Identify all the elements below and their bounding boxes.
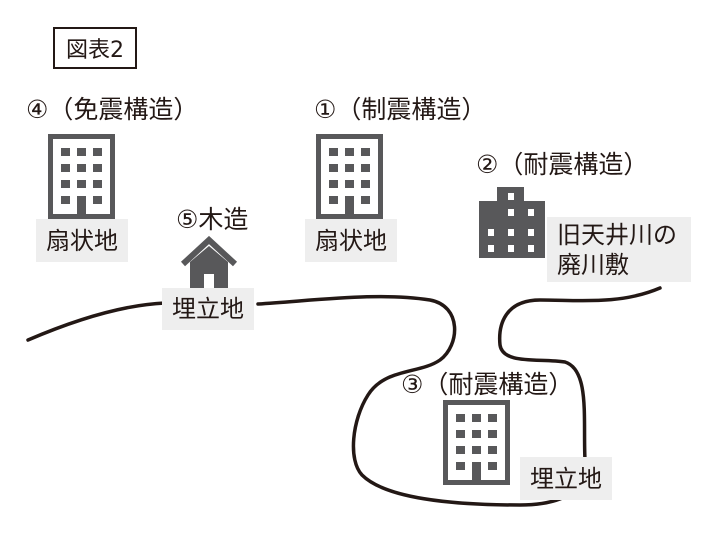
ground-label-3: 埋立地	[520, 457, 612, 500]
ground-label-5: 埋立地	[162, 288, 254, 330]
ground-label-2: 旧天井川の 廃川敷	[547, 217, 691, 282]
ground-label-1: 扇状地	[305, 219, 397, 262]
building-3-label: ③（耐震構造）	[401, 370, 574, 399]
ground-label-4: 扇状地	[36, 219, 128, 262]
building-4-label: ④（免震構造）	[26, 95, 199, 124]
office-building-icon	[316, 134, 383, 219]
figure-title: 図表2	[53, 27, 137, 69]
house-icon	[180, 236, 238, 288]
building-5-label: ⑤木造	[176, 205, 249, 234]
office-building-icon	[48, 134, 115, 219]
building-2-label: ②（耐震構造）	[476, 150, 649, 179]
building-1-label: ①（制震構造）	[314, 95, 487, 124]
ground-label-2-line2: 廃川敷	[557, 250, 629, 279]
river-line-left	[26, 294, 587, 507]
tall-building-icon	[479, 187, 545, 258]
river-line-right	[497, 286, 662, 462]
ground-label-2-line1: 旧天井川の	[557, 220, 677, 249]
office-building-icon	[443, 400, 510, 485]
